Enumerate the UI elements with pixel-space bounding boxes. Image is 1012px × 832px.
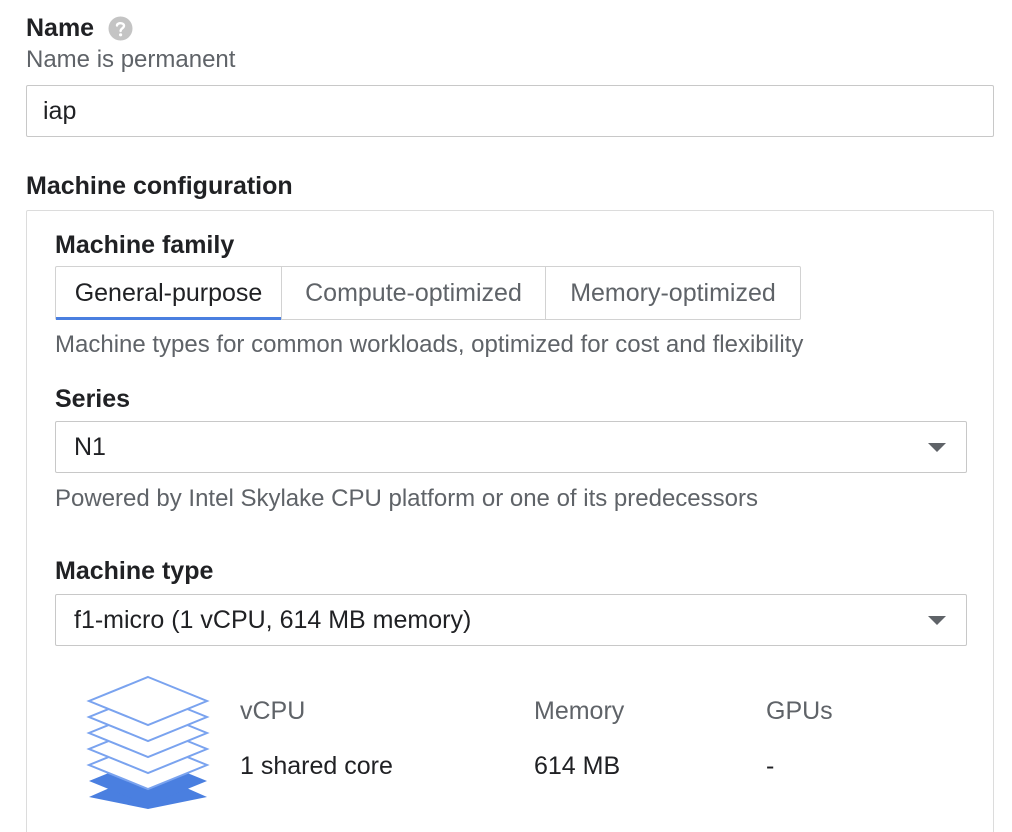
machine-configuration-panel: Machine family General-purpose Compute-o… <box>26 210 994 832</box>
machine-family-tabs: General-purpose Compute-optimized Memory… <box>55 266 801 320</box>
spec-memory-header: Memory <box>534 697 625 725</box>
name-hint: Name is permanent <box>26 46 236 73</box>
machine-configuration-title: Machine configuration <box>26 172 293 200</box>
caret-down-icon <box>928 615 946 625</box>
machine-stack-icon <box>81 673 215 809</box>
caret-down-icon <box>928 442 946 452</box>
machine-type-label: Machine type <box>55 557 214 585</box>
tab-compute-optimized[interactable]: Compute-optimized <box>282 267 546 319</box>
spec-gpus-value: - <box>766 752 775 780</box>
spec-memory-value: 614 MB <box>534 752 621 780</box>
spec-gpus-header: GPUs <box>766 697 833 725</box>
spec-memory: Memory 614 MB <box>534 697 624 781</box>
name-label-text: Name <box>26 14 95 42</box>
machine-type-select[interactable]: f1-micro (1 vCPU, 614 MB memory) <box>55 594 967 646</box>
series-label: Series <box>55 385 131 413</box>
spec-vcpu-header: vCPU <box>240 697 306 725</box>
spec-gpus: GPUs - <box>766 697 833 781</box>
machine-family-description: Machine types for common workloads, opti… <box>55 331 804 358</box>
machine-family-label: Machine family <box>55 231 235 259</box>
help-circle-icon[interactable] <box>108 16 133 41</box>
name-input[interactable] <box>26 85 994 137</box>
series-selected-value: N1 <box>74 432 106 461</box>
name-label: Name <box>26 14 133 43</box>
series-select[interactable]: N1 <box>55 421 967 473</box>
spec-vcpu: vCPU 1 shared core <box>240 697 393 781</box>
machine-type-selected-value: f1-micro (1 vCPU, 614 MB memory) <box>74 605 472 634</box>
series-description: Powered by Intel Skylake CPU platform or… <box>55 485 758 512</box>
tab-memory-optimized[interactable]: Memory-optimized <box>570 278 776 307</box>
spec-vcpu-value: 1 shared core <box>240 752 393 780</box>
tab-general-purpose[interactable]: General-purpose <box>56 267 282 320</box>
